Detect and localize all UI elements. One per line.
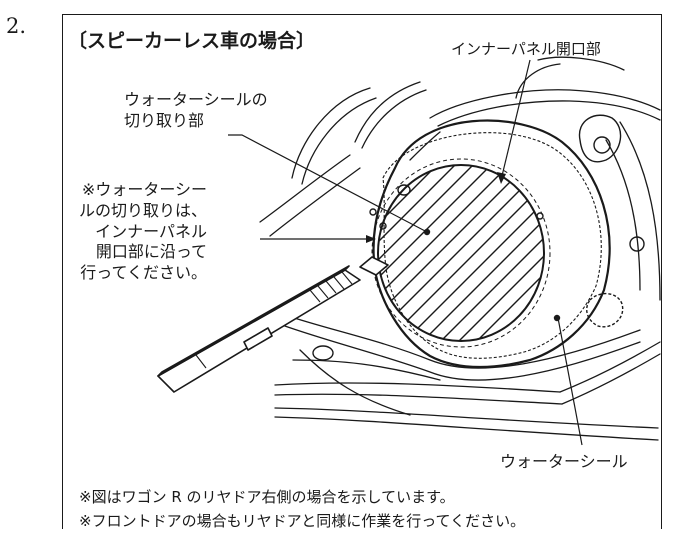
seal-pointer-dot [553,314,561,322]
arrow-head-cut [366,235,376,243]
leader-lines [228,59,583,446]
opening-cut-line [371,158,551,348]
cut-note-line: ルの切り取りは、 [79,200,208,220]
door-inner-panel-outlines [259,56,661,441]
step-number: 2. [6,14,27,38]
seal-adhesive-edge [382,132,602,359]
cut-note-line: 開口部に沿って [95,242,208,262]
seal-cutout-label-line: ウォーターシールの [124,90,268,109]
inner-panel-opening-label: インナーパネル開口部 [451,40,601,58]
water-seal-label: ウォーターシール [500,452,628,471]
cut-note: ※ウォーターシー ルの切り取りは、 インナーパネル 開口部に沿って 行ってくださ… [79,180,207,284]
cutout-pointer-dot [423,228,431,236]
footer-notes: ※図はワゴン R のリヤドア右側の場合を示しています。 ※フロントドアの場合もリ… [79,485,525,533]
seal-cutout-label-line: 切り取り部 [124,110,205,130]
footer-note: ※フロントドアの場合もリヤドアと同様に作業を行ってください。 [79,512,526,530]
seal-cutout-label: ウォーターシールの 切り取り部 [124,90,268,132]
cut-note-line: 行ってください。 [80,263,208,283]
arrow-head-opening [497,172,506,184]
cutter-knife [157,256,389,393]
inner-panel-opening [377,164,545,342]
heading: 〔スピーカーレス車の場合〕 [68,30,316,52]
water-seal-sheet [372,119,611,369]
cut-note-line: インナーパネル [95,221,208,241]
inner-panel-holes [312,114,645,361]
diagram-frame [62,14,662,529]
footer-note: ※図はワゴン R のリヤドア右側の場合を示しています。 [79,488,455,506]
cut-note-line: ※ウォーターシー [81,180,208,199]
